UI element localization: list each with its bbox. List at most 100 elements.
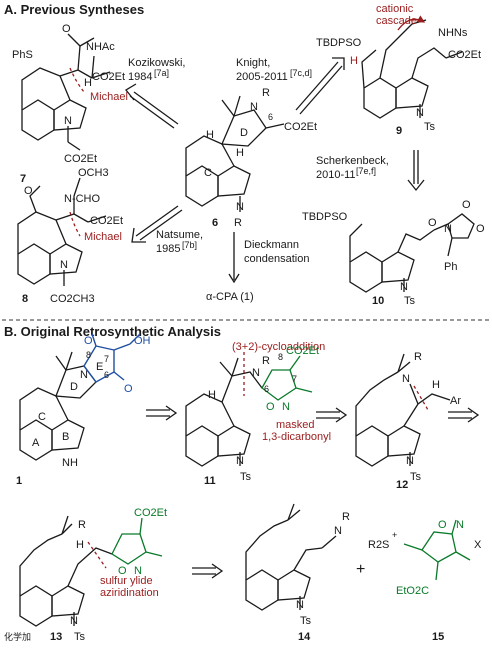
label-dicarbonyl: 1,3-dicarbonyl [262, 431, 331, 443]
label-masked: masked [276, 419, 315, 431]
atom-n-10: N [444, 223, 452, 235]
arrow-retro-4 [192, 563, 224, 579]
compound-1-structure: O OH O 8 7 6 N E D C A B NH 1 [16, 333, 151, 487]
compound-6-structure: N R CO2Et H H C D 6 N R 6 [185, 87, 317, 229]
locant-6-11: 6 [264, 384, 269, 394]
compound-14-label: 14 [298, 631, 311, 643]
atom-r-6b: R [234, 217, 242, 229]
compound-13-structure: R H CO2Et O N sulfur ylide aziridination… [19, 507, 167, 643]
route-scherkenbeck-ref: [7e,f] [356, 166, 376, 176]
ring-d-1: D [70, 381, 78, 393]
atom-o-8: O [24, 185, 33, 197]
locant-6-1: 6 [104, 370, 109, 380]
label-cycloaddition: (3+2)-cycloaddition [232, 341, 325, 353]
locant-7-11: 7 [292, 374, 297, 384]
atom-eto2c-15: EtO2C [396, 585, 429, 597]
arrow-kozikowski: Kozikowski, 1984 [7a] [125, 57, 185, 129]
route-scherkenbeck-year: 2010-11 [316, 169, 356, 181]
compound-8-label: 8 [22, 293, 28, 305]
atom-hn-13: H [76, 539, 84, 551]
route-kozikowski-year: 1984 [128, 71, 152, 83]
ring-a-1: A [32, 437, 40, 449]
compound-13-label: 13 [50, 631, 62, 643]
atom-o-10a: O [462, 199, 471, 211]
section-b-title: B. Original Retrosynthetic Analysis [4, 324, 221, 339]
atom-n-11b: N [282, 401, 290, 413]
atom-ts-11: Ts [240, 471, 252, 483]
atom-h-11: H [208, 389, 216, 401]
atom-hplus-9: H [350, 55, 358, 67]
atom-n-15: N [456, 519, 464, 531]
atom-ph-10: Ph [444, 261, 457, 273]
ring-c-6: C [204, 167, 212, 179]
atom-o-13: O [118, 565, 127, 577]
atom-h-6b: H [206, 129, 214, 141]
arrow-retro-3 [448, 407, 480, 423]
atom-ts-10: Ts [404, 295, 416, 307]
atom-n-6: N [250, 101, 258, 113]
route-dieckmann-1: Dieckmann [244, 239, 299, 251]
compound-14-structure: N R N Ts 14 [245, 503, 350, 643]
atom-co2ch3-8: CO2CH3 [50, 293, 95, 305]
compound-8-structure: OCH3 N-CHO O CO2Et Michael N CO2CH3 8 [17, 167, 123, 305]
atom-r-11: R [262, 355, 270, 367]
atom-tbdpso-9: TBDPSO [316, 37, 362, 49]
atom-n-9: N [416, 107, 424, 119]
arrow-retro-2 [316, 407, 348, 423]
route-kozikowski-ref: [7a] [154, 68, 169, 78]
arrow-natsume: Natsume, 1985 [7b] [131, 205, 203, 255]
route-kozikowski: Kozikowski, [128, 57, 185, 69]
label-cascade: cascade [376, 15, 417, 27]
atom-co2et-9: CO2Et [448, 49, 481, 61]
atom-ts-12: Ts [410, 471, 422, 483]
compound-1-label: 1 [16, 475, 22, 487]
arrow-scherkenbeck: Scherkenbeck, 2010-11 [7e,f] [316, 150, 425, 192]
atom-o-11: O [266, 401, 275, 413]
route-scherkenbeck: Scherkenbeck, [316, 155, 389, 167]
atom-n-11c: N [236, 455, 244, 467]
atom-ar-12: Ar [450, 395, 461, 407]
atom-o-1b: O [124, 383, 133, 395]
compound-12-label: 12 [396, 479, 408, 491]
atom-o-15: O [438, 519, 447, 531]
atom-r-13: R [78, 519, 86, 531]
locant-7-1: 7 [104, 354, 109, 364]
atom-co2et-11: CO2Et [286, 345, 319, 357]
label-sulfur-ylide: sulfur ylide [100, 575, 153, 587]
route-natsume-ref: [7b] [182, 240, 197, 250]
atom-o-1a: O [84, 335, 93, 347]
atom-nh-1: NH [62, 457, 78, 469]
atom-n-14b: N [296, 599, 304, 611]
plus-sign: + [356, 561, 365, 578]
locant-8-1: 8 [86, 350, 91, 360]
compound-9-label: 9 [396, 125, 402, 137]
atom-co2et-7: CO2Et [92, 71, 125, 83]
label-michael-7: Michael [90, 91, 128, 103]
section-a-title: A. Previous Syntheses [4, 2, 144, 17]
compound-10-structure: TBDPSO O O N O Ph N Ts 10 [302, 199, 485, 307]
ring-b-1: B [62, 431, 69, 443]
atom-n-7: N [64, 115, 72, 127]
locant-6: 6 [268, 112, 273, 122]
compound-11-structure: (3+2)-cycloaddition N R 8 CO2Et 7 6 O N … [185, 341, 331, 487]
atom-r2s-15: R2S [368, 539, 389, 551]
route-natsume-year: 1985 [156, 243, 180, 255]
target-acpa: α-CPA (1) [206, 291, 254, 303]
label-aziridination: aziridination [100, 587, 159, 599]
route-natsume: Natsume, [156, 229, 203, 241]
atom-x-15: X [474, 539, 482, 551]
route-knight: Knight, [236, 57, 270, 69]
atom-n-14: N [334, 525, 342, 537]
route-knight-year: 2005-2011 [236, 71, 288, 83]
atom-o-7: O [62, 23, 71, 35]
atom-och3-8: OCH3 [78, 167, 109, 179]
atom-nhns: NHNs [438, 27, 468, 39]
atom-ncho-8: N-CHO [64, 193, 100, 205]
atom-nhac: NHAc [86, 41, 115, 53]
atom-n-1: N [80, 369, 88, 381]
atom-h-7: H [84, 77, 92, 89]
atom-n-12b: N [406, 455, 414, 467]
ring-c-1: C [38, 411, 46, 423]
compound-9-structure: cationic cascade TBDPSO H NHNs CO2Et N T… [316, 3, 481, 137]
